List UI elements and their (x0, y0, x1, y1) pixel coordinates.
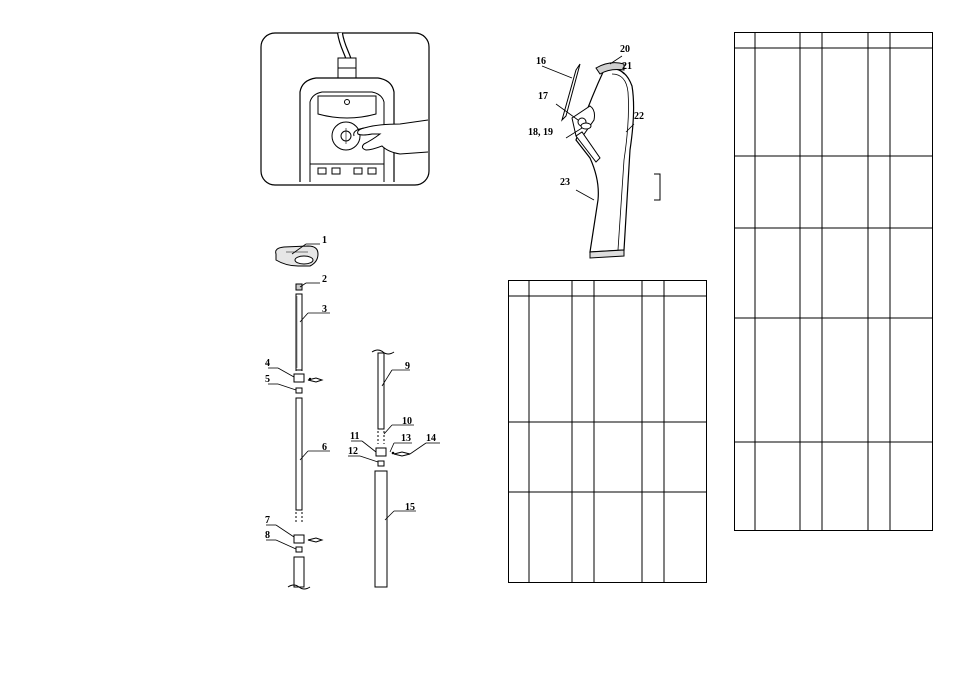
right-parts-table (734, 32, 933, 531)
callout-15: 15 (405, 502, 415, 513)
callout-2: 2 (322, 274, 327, 285)
callout-8: 8 (265, 530, 270, 541)
callout-20: 20 (620, 44, 630, 55)
part-22-handle-body (575, 68, 635, 253)
part-2-cap (295, 283, 303, 291)
part-20-top-cap (595, 62, 625, 75)
part-6-pipe (295, 397, 303, 511)
part-18-19-spring (580, 122, 592, 130)
callout-23: 23 (560, 177, 570, 188)
part-5-ring (295, 387, 303, 394)
callout-21: 21 (622, 61, 632, 72)
callout-7: 7 (265, 515, 270, 526)
callout-5: 5 (265, 374, 270, 385)
part-4-coupling (293, 373, 305, 383)
callout-22: 22 (634, 111, 644, 122)
part-9-pipe (377, 352, 385, 430)
callout-17: 17 (538, 91, 548, 102)
part-8-ring (295, 546, 303, 553)
callout-4: 4 (265, 358, 270, 369)
part-3-pipe (295, 293, 303, 371)
callout-13: 13 (401, 433, 411, 444)
callout-6: 6 (322, 442, 327, 453)
callout-10: 10 (402, 416, 412, 427)
callout-12: 12 (348, 446, 358, 457)
part-7-coupling (293, 534, 305, 544)
callout-18-19: 18, 19 (528, 127, 553, 138)
part-15-pipe (374, 470, 388, 588)
callout-11: 11 (350, 431, 360, 442)
callout-3: 3 (322, 304, 327, 315)
callout-16: 16 (536, 56, 546, 67)
pipe-exploded-diagram (275, 245, 411, 590)
callout-14: 14 (426, 433, 436, 444)
inset-illustration (260, 32, 430, 186)
part-12-ring (377, 460, 385, 467)
callout-9: 9 (405, 361, 410, 372)
callout-1: 1 (322, 235, 327, 246)
handle-exploded-diagram (541, 55, 661, 259)
middle-parts-table (508, 280, 707, 583)
part-16-trigger (561, 63, 581, 122)
